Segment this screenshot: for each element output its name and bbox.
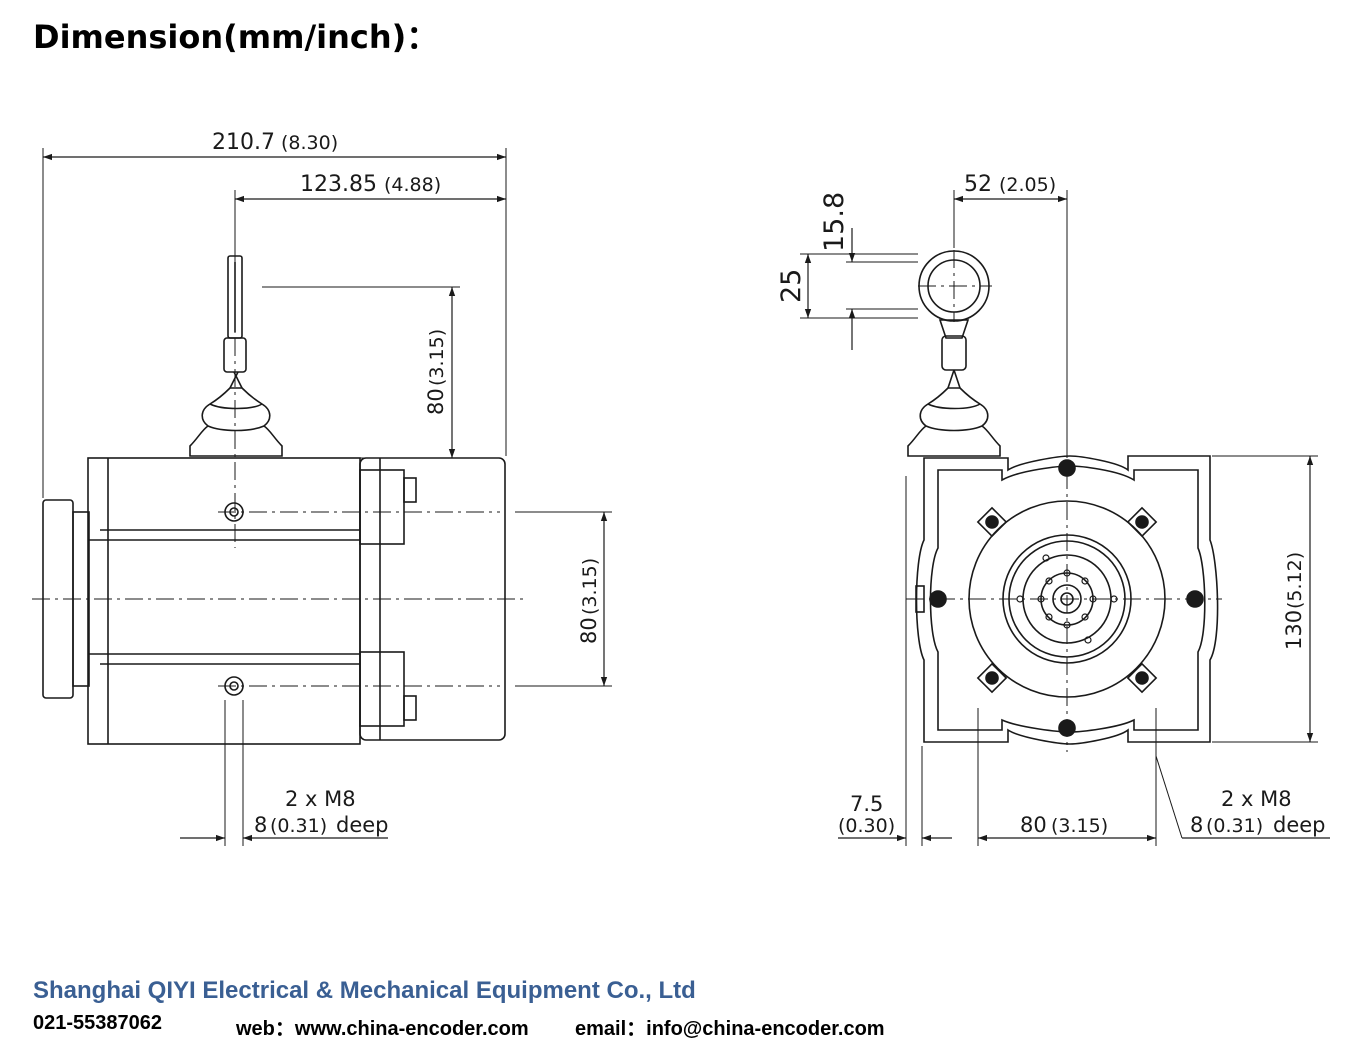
front-eye-offset-in: (2.05) [999,174,1056,196]
front-corner-screws [976,506,1158,694]
front-left-offset: 7.5 [850,792,883,816]
front-thread-depth-in: (0.31) [1206,815,1263,837]
side-rear-block-top [359,469,405,545]
front-left-offset-in: (0.30) [838,815,895,837]
front-thread-spec: 2 x M8 [1221,787,1292,811]
front-clevis [941,335,967,371]
front-eye-inner: 15.8 [819,192,850,252]
side-thread-spec: 2 x M8 [285,787,356,811]
side-cable-to-end-in: (4.88) [384,174,441,196]
front-body-height-in: (5.12) [1284,552,1306,609]
page-title: Dimension(mm/inch)： [33,18,439,56]
side-view [32,148,612,846]
front-view [800,190,1330,846]
front-cable-grommet [907,387,1001,457]
side-screw-bottom [403,695,417,721]
side-housing [87,457,361,745]
front-body-height: 130 [1282,610,1306,650]
side-overall-length-in: (8.30) [281,132,338,154]
web-address: web：www.china-encoder.com [236,1018,529,1040]
side-thread-depth: 8 [254,813,267,837]
front-thread-depth: 8 [1190,813,1203,837]
front-housing [915,455,1219,745]
side-rear-block-bottom [359,651,405,727]
side-overall-length: 210.7 [212,130,275,155]
side-cable-to-end: 123.85 [300,172,377,197]
side-hole-spacing-in: (3.15) [579,558,601,615]
front-thread-deep-label: deep [1273,813,1326,837]
side-thread-deep-label: deep [336,813,389,837]
email-address: email：info@china-encoder.com [575,1018,885,1040]
side-cable-height: 80 [424,388,448,415]
side-thread-depth-in: (0.31) [270,815,327,837]
front-hole-spacing: 80 [1020,813,1047,837]
front-eye-offset: 52 [964,172,992,197]
front-hole-spacing-in: (3.15) [1051,815,1108,837]
side-screw-top [403,477,417,503]
company-name: Shanghai QIYI Electrical & Mechanical Eq… [33,977,696,1004]
side-cable-height-in: (3.15) [426,329,448,386]
phone-number: 021-55387062 [33,1012,163,1034]
side-cable-grommet [189,387,283,457]
side-hole-spacing: 80 [577,617,601,644]
front-eye-outer: 25 [776,269,807,303]
